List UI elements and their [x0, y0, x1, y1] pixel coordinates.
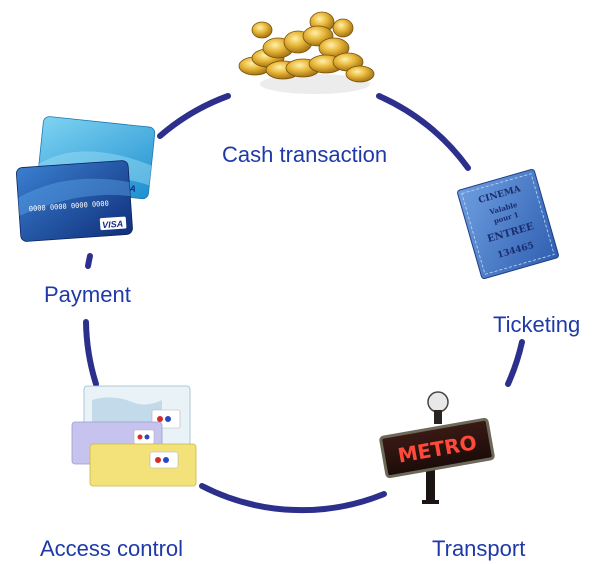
node-label-cash-transaction: Cash transaction: [222, 142, 388, 167]
ring-arc-right: [505, 339, 525, 387]
node-label-transport: Transport: [432, 536, 526, 561]
ring-arc-left: [83, 319, 99, 387]
ring-arc-left-short: [85, 253, 93, 269]
front-card-brand: VISA: [102, 219, 124, 230]
node-label-payment: Payment: [44, 282, 131, 307]
cycle-ring: [83, 93, 525, 514]
ring-arc-top-left: [157, 93, 231, 139]
access-badges-icon: [71, 385, 197, 487]
node-label-ticketing: Ticketing: [493, 312, 581, 337]
cinema-ticket-icon: CINEMA Valable pour 1 ENTREE 134465: [457, 168, 559, 280]
ring-arc-bottom: [199, 483, 387, 514]
gold-coins-icon: [238, 11, 375, 94]
visa-cards-icon: VISA 0000 0000 0000 0000 VISA: [16, 116, 156, 242]
node-label-access-control: Access control: [40, 536, 184, 561]
ring-arc-top-right: [376, 93, 471, 171]
metro-sign-icon: METRO: [379, 391, 495, 504]
